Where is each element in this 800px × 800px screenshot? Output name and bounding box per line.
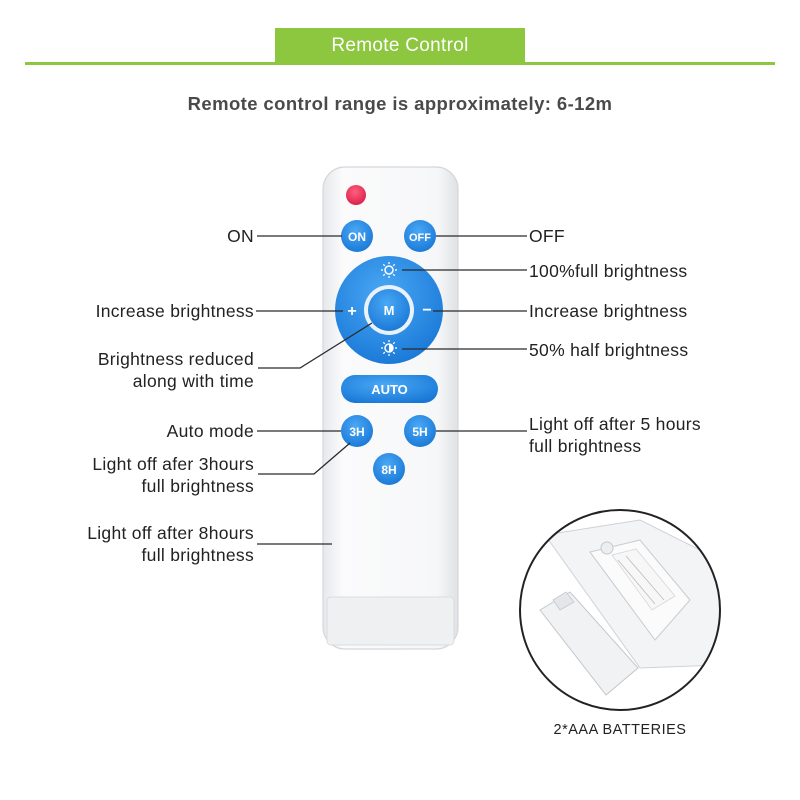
label-on: ON — [227, 226, 254, 246]
label-auto-mode: Auto mode — [166, 421, 254, 441]
title-underline — [25, 62, 775, 65]
label-off-5h-line1: Light off after 5 hours — [529, 414, 701, 434]
battery-caption: 2*AAA BATTERIES — [553, 722, 687, 738]
on-button-label: ON — [348, 230, 366, 244]
timer-5h-label: 5H — [412, 425, 427, 439]
label-full-brightness: 100%full brightness — [529, 261, 688, 281]
range-subtitle: Remote control range is approximately: 6… — [187, 93, 613, 114]
half-sun-icon[interactable] — [381, 340, 397, 356]
on-button[interactable]: ON — [341, 220, 373, 252]
label-half-brightness: 50% half brightness — [529, 340, 689, 360]
off-button[interactable]: OFF — [404, 220, 436, 252]
power-indicator-icon — [346, 185, 366, 205]
auto-button[interactable]: AUTO — [341, 375, 438, 403]
label-off-8h-line1: Light off after 8hours — [87, 523, 254, 543]
timer-8h-label: 8H — [381, 463, 396, 477]
brightness-ring — [335, 256, 443, 364]
timer-8h-button[interactable]: 8H — [373, 453, 405, 485]
section-title: Remote Control — [331, 35, 469, 56]
plus-button[interactable]: + — [347, 303, 356, 320]
off-button-label: OFF — [409, 232, 431, 244]
label-off: OFF — [529, 226, 565, 246]
callout-lines — [256, 235, 527, 545]
timer-5h-button[interactable]: 5H — [404, 415, 436, 447]
mode-button[interactable]: M — [384, 303, 395, 318]
label-off-3h-line1: Light off afer 3hours — [92, 454, 254, 474]
label-off-8h-line2: full brightness — [141, 545, 254, 565]
minus-button[interactable]: − — [422, 302, 431, 319]
label-off-3h-line2: full brightness — [141, 476, 254, 496]
timer-3h-label: 3H — [349, 425, 364, 439]
section-title-banner: Remote Control — [275, 28, 525, 64]
label-reduced-line2: along with time — [132, 371, 254, 391]
label-off-5h-line2: full brightness — [529, 436, 642, 456]
label-increase-left: Increase brightness — [95, 301, 254, 321]
label-increase-right: Increase brightness — [529, 301, 688, 321]
battery-inset — [519, 509, 721, 711]
sun-icon[interactable] — [381, 262, 397, 278]
auto-button-label: AUTO — [371, 382, 408, 397]
label-off-5h: Light off after 5 hours full brightness — [529, 413, 701, 457]
timer-3h-button[interactable]: 3H — [341, 415, 373, 447]
label-reduced-line1: Brightness reduced — [97, 349, 254, 369]
label-reduced: Brightness reduced along with time — [98, 348, 254, 392]
label-off-8h: Light off after 8hours full brightness — [87, 522, 254, 566]
label-off-3h: Light off afer 3hours full brightness — [92, 453, 254, 497]
